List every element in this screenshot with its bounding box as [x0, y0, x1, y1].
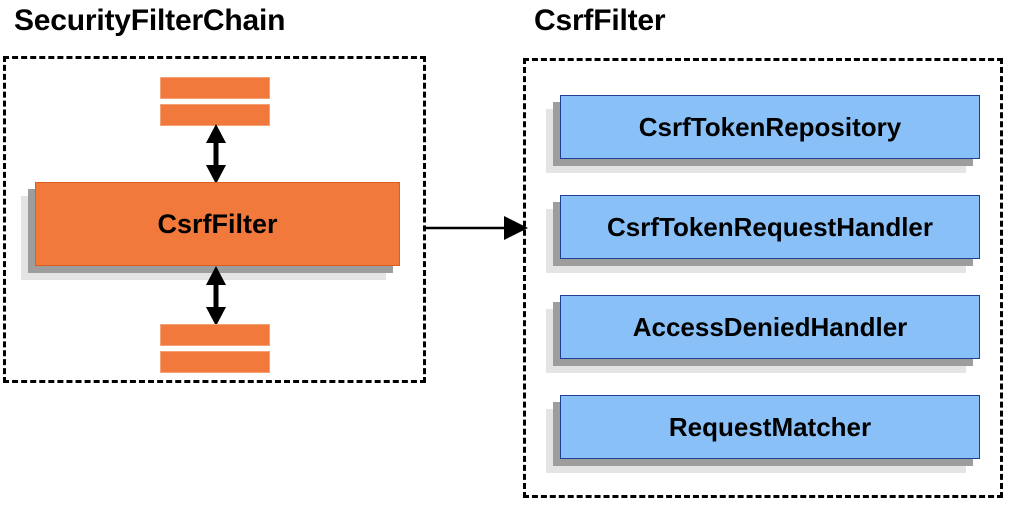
node-accessdeniedhandler-label: AccessDeniedHandler: [560, 295, 980, 359]
bidirectional-arrow-above-csrffilter: [206, 124, 226, 184]
node-requestmatcher[interactable]: RequestMatcher: [546, 395, 980, 473]
filter-bar-bottom-1: [160, 324, 270, 346]
node-csrftokenrequesthandler[interactable]: CsrfTokenRequestHandler: [546, 195, 980, 273]
filter-bar-top-2: [160, 104, 270, 126]
expansion-arrow: [424, 216, 528, 240]
bidirectional-arrow-below-csrffilter: [206, 266, 226, 326]
filter-bar-bottom-2: [160, 351, 270, 373]
page-title-security-filter-chain: SecurityFilterChain: [14, 4, 286, 37]
node-csrffilter-label: CsrfFilter: [35, 182, 400, 266]
node-accessdeniedhandler[interactable]: AccessDeniedHandler: [546, 295, 980, 373]
node-csrftokenrepository[interactable]: CsrfTokenRepository: [546, 95, 980, 173]
node-csrftokenrepository-label: CsrfTokenRepository: [560, 95, 980, 159]
filter-bar-top-1: [160, 77, 270, 99]
csrf-filter-collaborators-panel: [523, 58, 1003, 498]
security-filter-chain-panel: [3, 56, 426, 383]
node-csrffilter[interactable]: CsrfFilter: [21, 182, 400, 280]
node-requestmatcher-label: RequestMatcher: [560, 395, 980, 459]
page-title-csrf-filter: CsrfFilter: [534, 4, 666, 37]
node-csrftokenrequesthandler-label: CsrfTokenRequestHandler: [560, 195, 980, 259]
